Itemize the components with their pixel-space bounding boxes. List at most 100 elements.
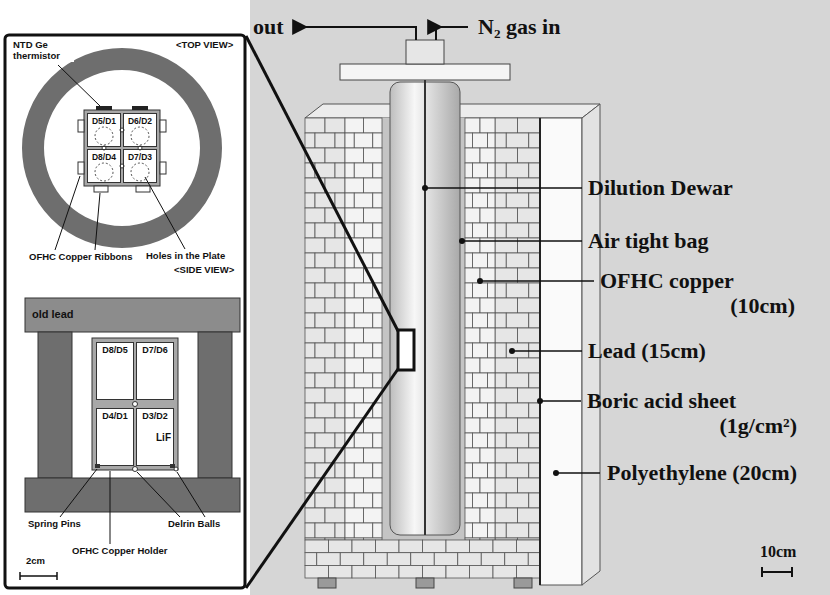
lead-brick [495,223,506,238]
lead-brick [305,268,325,283]
leader-line [425,187,582,189]
leader-line [145,177,185,249]
leader-line [462,240,582,242]
part-label: NTD Ge thermistor [12,40,74,62]
lead-brick [495,133,506,148]
copper-brick [364,448,383,463]
copper-brick [465,178,480,193]
lead-brick-wall [495,118,540,540]
lead-brick [335,313,345,328]
copper-ribbon [136,186,150,192]
lead-brick [529,493,540,508]
detector-cell: D4/D1 [96,408,134,466]
copper-brick [488,463,496,478]
lead-brick [495,163,506,178]
lead-brick [495,478,518,493]
lead-brick [305,313,315,328]
lead-brick [325,148,345,163]
lead-brick [315,313,335,328]
copper-brick [473,433,488,448]
lead-brick [335,523,345,538]
copper-ribbon [78,120,84,132]
lead-brick [335,193,345,208]
lead-brick [495,493,506,508]
lead-brick [305,388,325,403]
lead-brick [315,523,335,538]
cell-ground [136,342,174,400]
lead-brick [518,118,541,133]
crystal-name: LiF [156,432,171,444]
floor-brick [411,553,435,566]
leader-dot [553,470,559,476]
lead-brick [506,523,529,538]
copper-brick [465,478,480,493]
copper-brick [364,328,383,343]
floor-brick [305,565,329,578]
lead-brick [495,118,518,133]
lead-brick [506,223,529,238]
part-label: old lead [32,308,74,321]
part-label: OFHC Copper Holder [72,546,168,557]
copper-brick [345,478,364,493]
top-plate [340,64,510,80]
copper-brick [465,223,473,238]
detector-cell: D5/D1 [87,113,121,147]
copper-brick [465,298,480,313]
part-label: Spring Pins [28,519,81,530]
lead-brick [305,328,325,343]
lead-brick [335,283,345,298]
copper-brick [473,133,488,148]
plate-hole [95,163,113,181]
detector-cell: D8/D5 [96,342,134,400]
lead-brick [495,523,506,538]
floor-brick [493,540,517,553]
copper-brick [473,403,488,418]
detector-id: D3/D2 [142,411,168,422]
lead-brick [529,133,540,148]
copper-brick [373,463,382,478]
copper-brick [465,328,480,343]
copper-brick [465,313,473,328]
floor-brick [305,540,329,553]
copper-brick [480,358,495,373]
copper-brick [373,433,382,448]
lead-brick [335,343,345,358]
lead-brick [495,148,518,163]
copper-brick [373,133,382,148]
copper-brick [345,298,364,313]
lead-brick [335,133,345,148]
copper-brick [480,298,495,313]
lead-brick [325,328,345,343]
floor-brick [329,565,353,578]
copper-brick [480,388,495,403]
cell-ground [96,342,134,400]
copper-brick [354,223,373,238]
copper-brick [364,118,383,133]
copper-brick [345,178,364,193]
copper-brick [364,478,383,493]
copper-brick [345,193,354,208]
center-rod [424,80,426,535]
lead-brick [506,193,529,208]
copper-brick [364,298,383,313]
copper-brick [465,508,480,523]
lead-brick [495,343,506,358]
lead-brick [529,523,540,538]
cell-ground [136,408,174,466]
copper-brick [465,373,473,388]
lead-brick [305,238,325,253]
delrin-ball [133,467,138,472]
lead-brick [495,418,518,433]
lead-brick [506,403,529,418]
floor-brick [434,553,458,566]
leader-line [60,469,97,517]
lead-brick [495,373,506,388]
lead-brick [495,283,506,298]
copper-brick [373,343,382,358]
leader-line [55,176,80,250]
copper-brick [473,253,488,268]
leader-dot [537,398,543,404]
part-label: Lead (15cm) [588,338,706,363]
copper-brick [354,493,373,508]
copper-brick [488,373,496,388]
